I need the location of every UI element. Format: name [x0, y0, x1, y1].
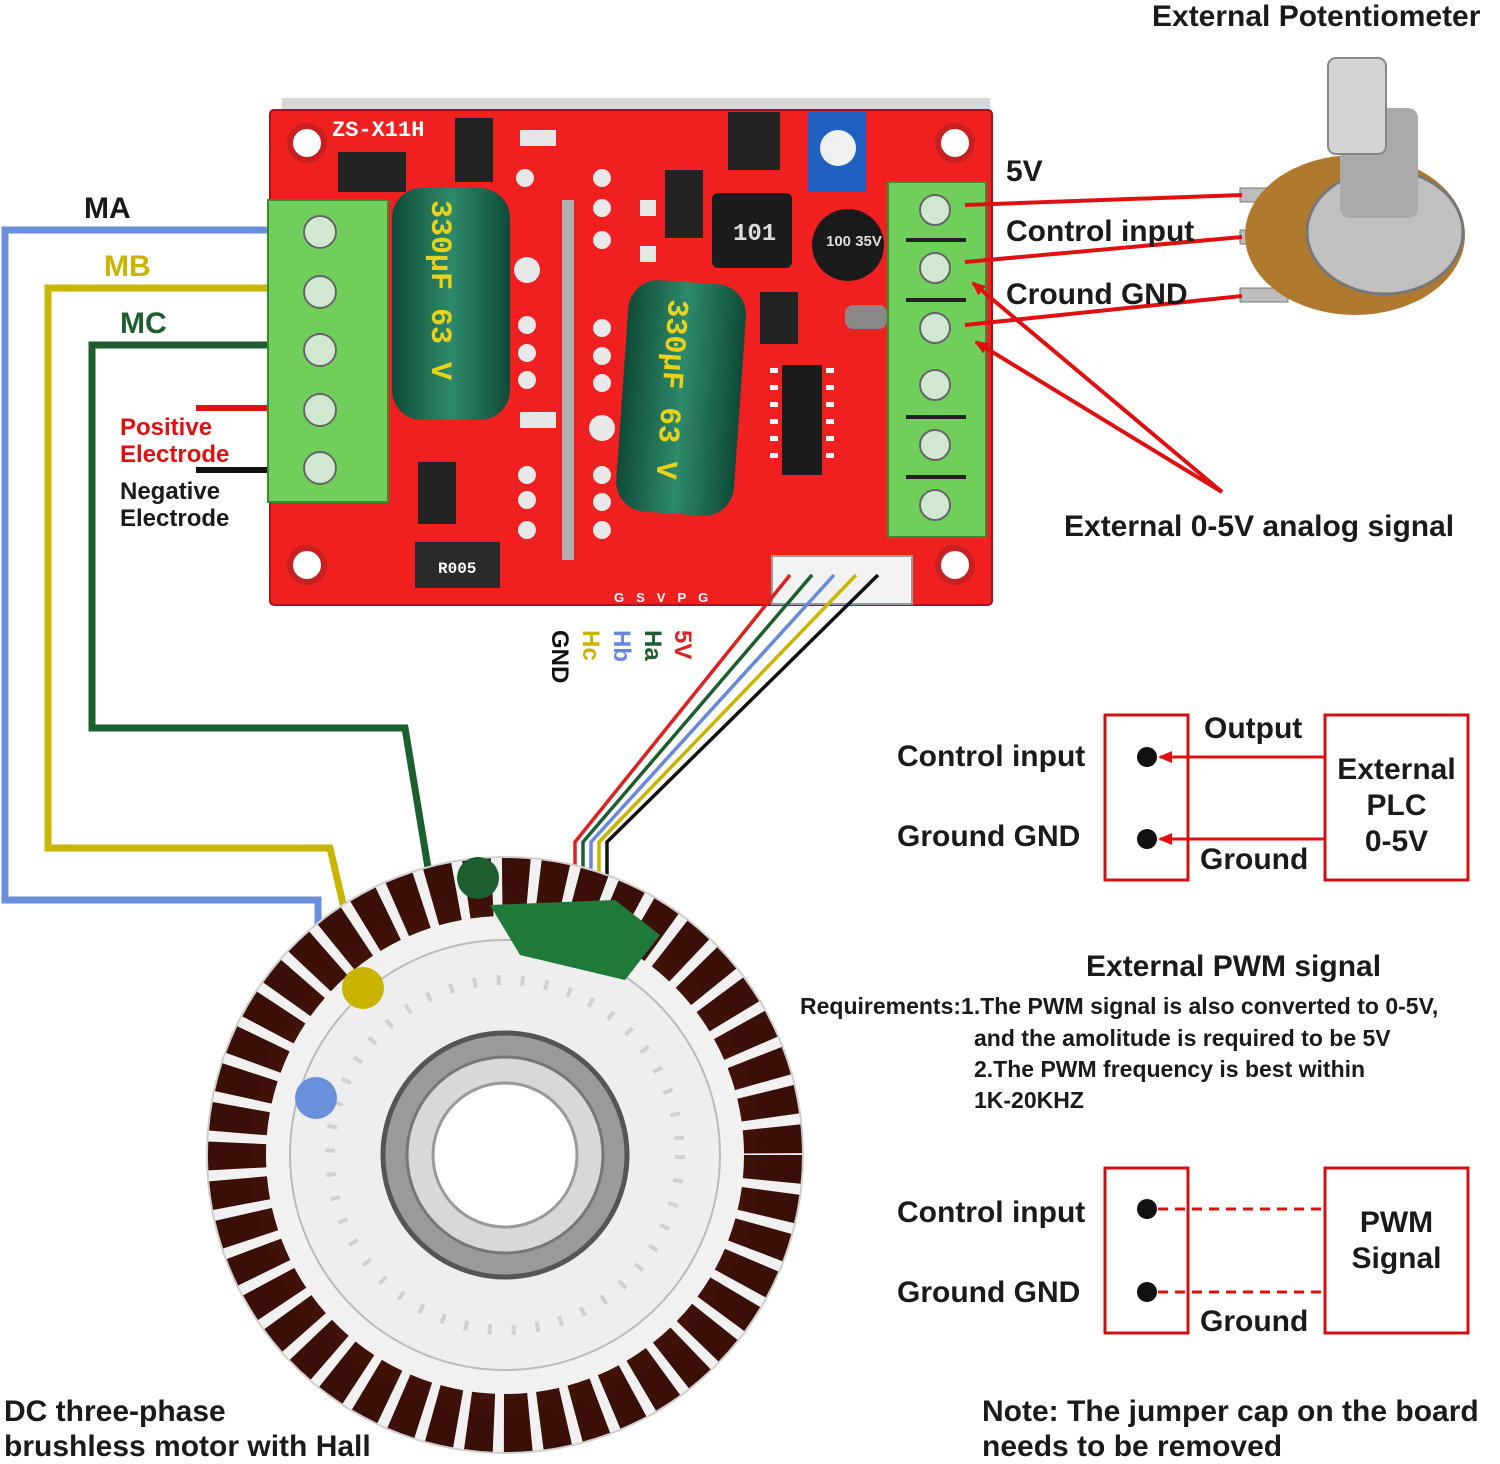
- jumper-note-line: needs to be removed: [982, 1430, 1283, 1463]
- jumper-note: Note: The jumper cap on the board needs …: [982, 1394, 1479, 1464]
- hall-label-5v: 5V: [669, 630, 696, 660]
- jumper-note-line: Note: The jumper cap on the board: [982, 1395, 1479, 1428]
- pwm-device-line: PWM: [1359, 1206, 1434, 1239]
- plc-panel: [1103, 713, 1470, 882]
- pin-label: G: [698, 590, 721, 605]
- plc-ground-gnd-label: Ground GND: [897, 820, 1081, 853]
- driver-board: ZS-X11H R005 101 100 35V: [267, 98, 993, 606]
- pwm-device-line: Signal: [1351, 1242, 1442, 1275]
- pwm-requirement-line: 1K-20KHZ: [974, 1087, 1084, 1113]
- external-analog-label: External 0-5V analog signal: [1064, 510, 1455, 543]
- plc-ground-label: Ground: [1200, 843, 1309, 876]
- board-pin-labels: GSVPG: [614, 590, 720, 605]
- positive-electrode-line: Positive: [120, 414, 213, 441]
- negative-electrode-line: Electrode: [120, 505, 230, 532]
- five-v-label: 5V: [1006, 155, 1043, 188]
- plc-device-label: External PLC 0-5V: [1327, 752, 1466, 860]
- pin-label: G: [614, 590, 637, 605]
- pot-ground-label: Cround GND: [1006, 278, 1188, 311]
- pin-label: P: [677, 590, 699, 605]
- pin-label: S: [636, 590, 657, 605]
- mc-label: MC: [120, 307, 167, 340]
- negative-electrode-line: Negative: [120, 478, 221, 505]
- motor-caption: DC three-phase brushless motor with Hall: [4, 1394, 371, 1464]
- board-model-text: ZS-X11H: [332, 118, 424, 143]
- pwm-title: External PWM signal: [1086, 950, 1382, 983]
- ma-label: MA: [84, 192, 131, 225]
- pwm-ground-gnd-label: Ground GND: [897, 1276, 1081, 1309]
- terminal-block-control: [887, 181, 987, 538]
- pot-control-input-label: Control input: [1006, 215, 1195, 248]
- resistor-text: R005: [438, 560, 476, 578]
- inductor-text: 101: [733, 221, 776, 248]
- plc-control-input-label: Control input: [897, 740, 1086, 773]
- motor: [206, 856, 804, 1454]
- mc-dot: [457, 857, 499, 899]
- positive-electrode-label: Positive Electrode: [120, 414, 229, 468]
- hall-label-ha: Ha: [639, 630, 666, 661]
- pwm-requirement-line: and the amolitude is required to be 5V: [974, 1025, 1391, 1051]
- pwm-panel: [1103, 1166, 1470, 1335]
- mb-wire: [44, 284, 366, 986]
- cap-left-text: 330µF 63 V: [422, 200, 456, 380]
- external-potentiometer-label: External Potentiometer: [1152, 0, 1481, 33]
- pwm-ground-label: Ground: [1200, 1305, 1309, 1338]
- hall-label-hc: Hc: [577, 630, 604, 661]
- capacitor-right: 330µF 63 V: [616, 280, 747, 516]
- plc-device-line: 0-5V: [1364, 825, 1429, 858]
- motor-caption-line: brushless motor with Hall: [4, 1430, 371, 1463]
- pwm-requirement-line: Requirements:1.The PWM signal is also co…: [800, 993, 1439, 1019]
- negative-electrode-label: Negative Electrode: [120, 478, 229, 532]
- motor-caption-line: DC three-phase: [4, 1395, 226, 1428]
- pwm-device-label: PWM Signal: [1327, 1205, 1466, 1277]
- hall-pcb: [490, 900, 660, 980]
- hall-label-hb: Hb: [608, 630, 635, 662]
- small-cap-text: 100 35V: [826, 233, 882, 250]
- potentiometer-wires: [964, 193, 1243, 494]
- hall-label-gnd: GND: [546, 630, 573, 684]
- mb-dot: [342, 967, 384, 1009]
- ma-dot: [295, 1077, 337, 1119]
- potentiometer: [1239, 57, 1465, 315]
- pin-label: V: [656, 590, 678, 605]
- plc-device-line: External: [1337, 753, 1456, 786]
- positive-electrode-line: Electrode: [120, 441, 230, 468]
- capacitor-left: 330µF 63 V: [392, 188, 510, 420]
- pwm-control-input-label: Control input: [897, 1196, 1086, 1229]
- hall-cable: [573, 573, 880, 910]
- mb-label: MB: [104, 250, 151, 283]
- pwm-requirement-line: 2.The PWM frequency is best within: [974, 1056, 1366, 1082]
- plc-device-line: PLC: [1366, 789, 1427, 822]
- plc-output-label: Output: [1204, 712, 1303, 745]
- terminal-block-motor: [267, 199, 389, 503]
